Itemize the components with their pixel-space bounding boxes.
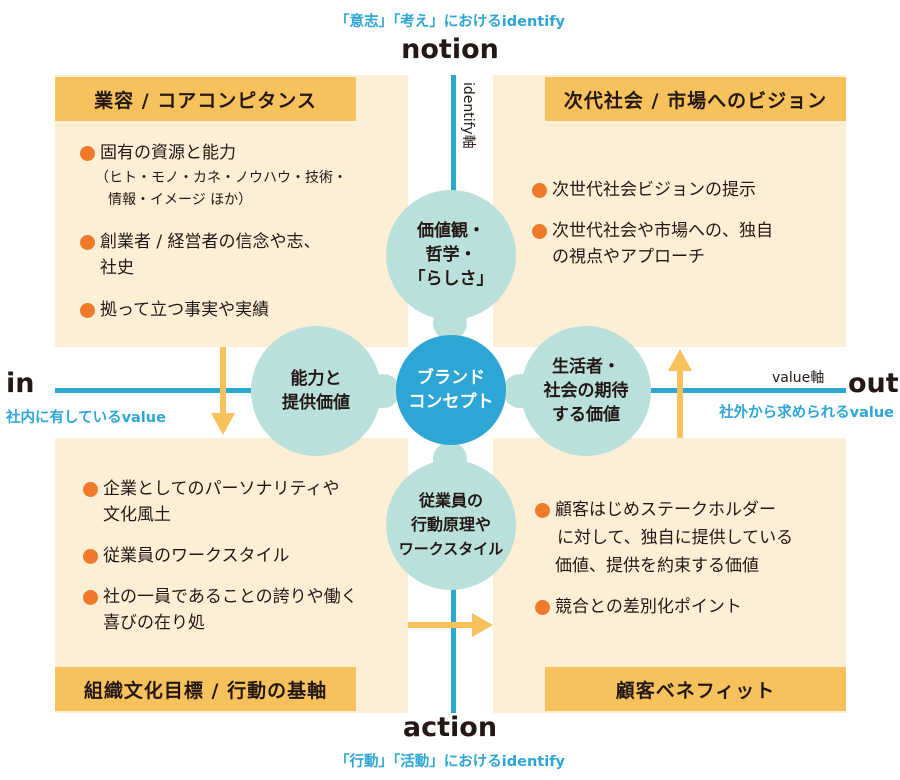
circle-employee <box>386 460 516 590</box>
circle-expectation <box>521 326 651 456</box>
bottom-caption: 「行動」「活動」におけるidentify <box>335 754 565 770</box>
bullet-dot <box>83 590 98 605</box>
vertical-axis-upper <box>451 75 456 223</box>
in-caption: 社内に有しているvalue <box>6 410 166 426</box>
notion-label: notion <box>401 34 499 65</box>
bullet-vision-presentation: 次世代社会ビジョンの提示 <box>532 177 756 203</box>
bullet-dot <box>535 600 550 615</box>
out-label: out <box>848 368 899 399</box>
arrow-right <box>408 613 493 637</box>
in-label: in <box>6 368 35 399</box>
horizontal-axis-right <box>650 388 846 393</box>
circle-capability <box>251 326 381 456</box>
bullet-dot <box>532 183 547 198</box>
value-axis-name: value軸 <box>772 370 825 386</box>
top-caption: 「意志」「考え」におけるidentify <box>335 14 565 30</box>
label-organization-culture: 組織文化目標 / 行動の基軸 <box>55 667 356 711</box>
label-customer-benefit: 顧客ベネフィット <box>545 667 846 711</box>
out-caption: 社外から求められるvalue <box>719 405 894 421</box>
circle-expectation-text: 生活者・社会の期待する価値 <box>543 357 629 425</box>
bullet-pride: 社の一員であることの誇りや働く 喜びの在り処 <box>83 584 358 636</box>
bullet-founder-belief: 創業者 / 経営者の信念や志、 社史 <box>80 229 321 281</box>
resources-note-2: 情報・イメージ ほか） <box>108 192 253 208</box>
bullet-dot <box>80 235 95 250</box>
resources-note-1: （ヒト・モノ・カネ・ノウハウ・技術・ <box>95 170 347 186</box>
bullet-dot <box>83 482 98 497</box>
bullet-dot <box>532 224 547 239</box>
bullet-dot <box>80 146 95 161</box>
bullet-dot <box>80 303 95 318</box>
vertical-axis-lower <box>451 560 456 713</box>
bullet-differentiation: 競合との差別化ポイント <box>535 594 742 620</box>
bullet-stakeholder-value: 顧客はじめステークホルダー に対して、独自に提供している 価値、提供を約束する価… <box>535 496 793 580</box>
action-label: action <box>402 712 498 743</box>
label-vision: 次代社会 / 市場へのビジョン <box>545 77 846 121</box>
bullet-unique-approach: 次世代社会や市場への、独自 の視点やアプローチ <box>532 218 773 270</box>
circle-capability-text: 能力と提供価値 <box>282 369 350 413</box>
circle-values <box>386 190 516 320</box>
bullet-workstyle: 従業員のワークスタイル <box>83 543 290 569</box>
arrow-up <box>668 349 692 438</box>
bullet-resources: 固有の資源と能力 <box>80 140 236 166</box>
arrow-down <box>211 347 235 435</box>
circle-employee-text: 従業員の行動原理やワークスタイル <box>398 491 504 558</box>
bullet-personality: 企業としてのパーソナリティや 文化風土 <box>83 476 339 528</box>
identify-axis-name: identify軸 <box>460 82 476 149</box>
bullet-facts: 拠って立つ事実や実績 <box>80 297 269 323</box>
circle-values-text: 価値観・哲学・「らしさ」 <box>408 221 494 289</box>
bullet-dot <box>83 549 98 564</box>
bullet-dot <box>535 503 550 518</box>
label-core-competence: 業容 / コアコンピタンス <box>55 77 356 121</box>
brand-concept-circle: ブランド コンセプト <box>396 335 506 445</box>
horizontal-axis-left <box>55 388 251 393</box>
